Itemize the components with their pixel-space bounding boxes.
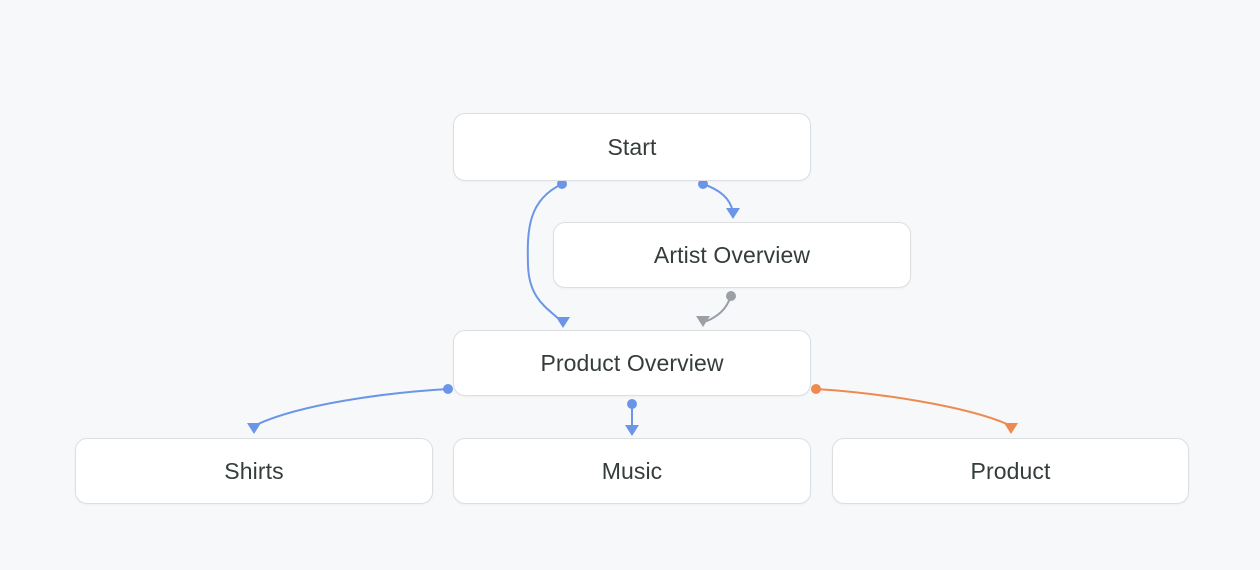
node-product[interactable]: Product xyxy=(832,438,1189,504)
node-label: Product Overview xyxy=(540,349,724,376)
edge-arrowhead-icon xyxy=(247,423,261,434)
node-artist-overview[interactable]: Artist Overview xyxy=(553,222,911,288)
edge-source-handle[interactable] xyxy=(627,399,637,409)
edge-product-overview-to-shirts[interactable] xyxy=(247,384,453,434)
edge-artist-overview-to-product-overview[interactable] xyxy=(696,291,736,327)
edge-product-overview-to-product[interactable] xyxy=(811,384,1018,434)
node-shirts[interactable]: Shirts xyxy=(75,438,433,504)
edge-arrowhead-icon xyxy=(696,316,710,327)
node-start[interactable]: Start xyxy=(453,113,811,181)
edge-path xyxy=(257,388,449,425)
edge-path xyxy=(706,295,732,322)
edge-arrowhead-icon xyxy=(625,425,639,436)
edge-arrowhead-icon xyxy=(556,317,570,328)
edge-start-to-artist-overview[interactable] xyxy=(698,179,740,219)
edge-source-handle[interactable] xyxy=(811,384,821,394)
edge-arrowhead-icon xyxy=(726,208,740,219)
node-label: Shirts xyxy=(224,457,284,484)
edge-source-handle[interactable] xyxy=(443,384,453,394)
node-label: Start xyxy=(607,133,657,160)
edge-product-overview-to-music[interactable] xyxy=(625,399,639,436)
node-music[interactable]: Music xyxy=(453,438,811,504)
edge-path xyxy=(702,183,734,213)
node-label: Product xyxy=(970,457,1051,484)
edge-source-handle[interactable] xyxy=(726,291,736,301)
node-product-overview[interactable]: Product Overview xyxy=(453,330,811,396)
node-label: Artist Overview xyxy=(653,241,811,268)
edge-path xyxy=(815,388,1008,425)
edge-arrowhead-icon xyxy=(1004,423,1018,434)
node-label: Music xyxy=(601,457,663,484)
